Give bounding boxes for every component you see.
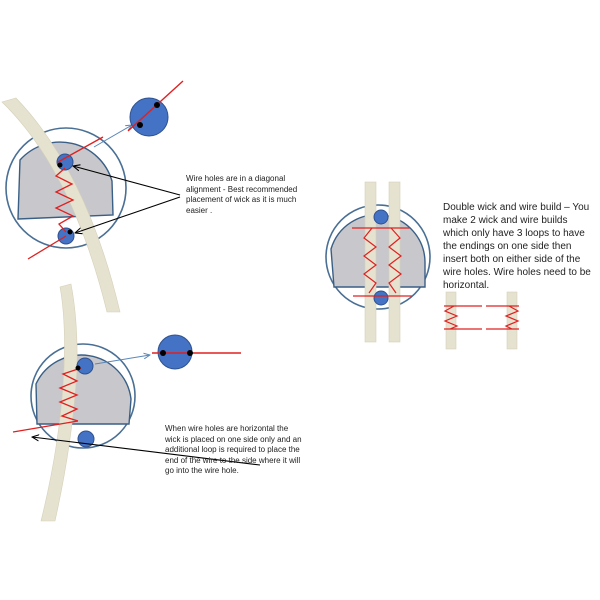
hole-dot-bottom xyxy=(67,229,73,235)
hole-dot-top xyxy=(57,162,63,168)
wire-hole-top xyxy=(373,209,389,225)
small-coil-right xyxy=(486,305,520,330)
diagonal-build xyxy=(1,80,184,313)
hole-dot xyxy=(75,365,81,371)
wire-coil-right xyxy=(388,227,402,294)
wick-strip-left xyxy=(364,181,377,343)
pointer-arrow-top xyxy=(73,166,181,196)
horizontal-note: When wire holes are horizontal the wick … xyxy=(165,424,302,475)
wire-coil xyxy=(54,167,75,233)
detail-wire-dot-left xyxy=(160,350,166,356)
wire-lead xyxy=(12,420,79,433)
horizontal-build xyxy=(12,283,261,522)
diagonal-note: Wire holes are in a diagonal alignment -… xyxy=(186,174,298,215)
wire-coil xyxy=(58,367,82,422)
blue-arrow xyxy=(94,355,150,365)
wire-hole-bottom xyxy=(373,290,389,306)
pointer-arrow xyxy=(32,437,261,466)
wire-lead-top xyxy=(57,136,104,163)
detail-wire-dot-right xyxy=(187,350,193,356)
hole-detail-circle xyxy=(129,97,169,137)
deck-body xyxy=(35,354,132,425)
wire-hole-top xyxy=(56,153,74,171)
detail-wire-dot-bottom xyxy=(137,122,143,128)
blue-arrow xyxy=(93,125,132,148)
wick-strip xyxy=(1,97,121,313)
double-wick-note: Double wick and wire build – You make 2 … xyxy=(443,202,591,291)
wire-coil-left xyxy=(363,227,377,294)
wire-lead-bottom xyxy=(27,235,67,260)
wick-strip-right xyxy=(388,181,401,343)
detail-wire-dot-top xyxy=(154,102,160,108)
pointer-arrow-bottom xyxy=(75,196,181,233)
double-wick-build xyxy=(325,181,520,350)
small-coil-left xyxy=(443,305,482,330)
wick-strip xyxy=(40,283,78,522)
